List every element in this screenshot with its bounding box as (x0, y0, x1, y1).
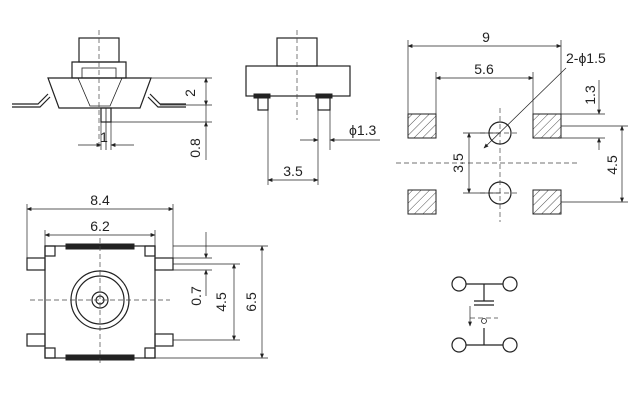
footprint-pad (407, 113, 437, 139)
top-lead-width-label: 0.7 (188, 286, 204, 306)
front-body (245, 65, 351, 97)
front-lead-width-label: ϕ1.3 (349, 122, 377, 138)
footprint-pad (532, 113, 562, 139)
footprint-pad (407, 189, 437, 215)
side-view: 1 2 0.8 (12, 30, 212, 160)
footprint-pad-pitch-label: 4.5 (604, 155, 620, 175)
actuator-center (91, 291, 109, 309)
side-lead-pitch-label: 1 (100, 129, 108, 145)
footprint-pad-span-label: 5.6 (474, 61, 494, 77)
footprint-hole-note: 2-ϕ1.5 (566, 50, 606, 66)
side-body (47, 77, 152, 109)
top-inner-width-label: 6.2 (90, 218, 110, 234)
top-lead (26, 257, 46, 271)
front-view: 3.5 ϕ1.3 (245, 30, 380, 185)
side-lead-thickness-label: 0.8 (187, 138, 203, 158)
top-view: 8.4 6.2 0.7 4.5 6.5 (26, 192, 268, 366)
top-body-height-label: 6.5 (243, 292, 259, 312)
footprint-hole-spacing-label: 3.5 (450, 153, 466, 173)
switch-schematic-icon (451, 276, 518, 353)
footprint-pad (532, 189, 562, 215)
pcb-footprint: 9 5.6 2-ϕ1.5 1.3 4.5 3.5 (396, 29, 628, 222)
footprint-pad-height-label: 1.3 (582, 85, 598, 105)
side-height-label: 2 (182, 89, 198, 97)
front-lead-spacing-label: 3.5 (283, 163, 303, 179)
top-body-width-label: 8.4 (90, 192, 110, 208)
footprint-overall-width-label: 9 (482, 29, 490, 45)
top-lead (154, 333, 174, 347)
top-lead (154, 257, 174, 271)
side-cap (71, 61, 127, 79)
top-lead (26, 333, 46, 347)
top-lead-pitch-label: 4.5 (213, 292, 229, 312)
